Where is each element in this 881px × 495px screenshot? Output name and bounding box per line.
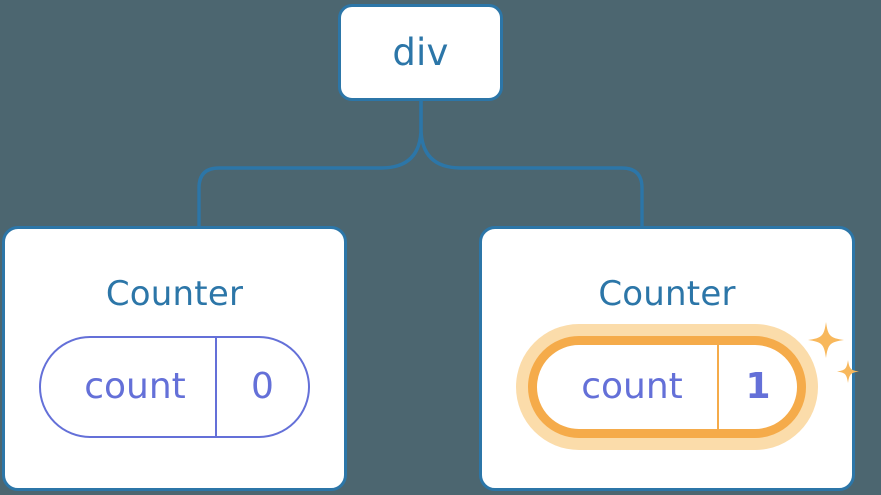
state-key-cell-left: count bbox=[41, 338, 215, 436]
state-pill-right[interactable]: count 1 bbox=[528, 336, 806, 438]
state-value-left: 0 bbox=[251, 366, 274, 407]
state-value-cell-left: 0 bbox=[215, 338, 308, 436]
state-pill-left-wrap: count 0 bbox=[39, 336, 310, 438]
state-value-cell-right: 1 bbox=[717, 345, 797, 429]
state-key-right: count bbox=[581, 366, 683, 407]
state-key-cell-right: count bbox=[537, 345, 717, 429]
sparkle-large-icon bbox=[808, 322, 844, 358]
node-counter-left-label: Counter bbox=[105, 274, 244, 314]
node-counter-right-label: Counter bbox=[598, 274, 736, 314]
edge-div-to-counter-right bbox=[419, 99, 644, 228]
state-pill-right-wrap: count 1 bbox=[516, 322, 859, 450]
node-div-label: div bbox=[392, 31, 449, 74]
node-counter-left[interactable]: Counter count 0 bbox=[2, 226, 347, 491]
node-div[interactable]: div bbox=[338, 4, 503, 101]
state-value-right: 1 bbox=[745, 366, 771, 407]
state-key-left: count bbox=[84, 366, 186, 407]
edge-div-to-counter-left bbox=[197, 99, 423, 228]
state-pill-left[interactable]: count 0 bbox=[39, 336, 310, 438]
node-counter-right[interactable]: Counter count 1 bbox=[479, 226, 859, 491]
